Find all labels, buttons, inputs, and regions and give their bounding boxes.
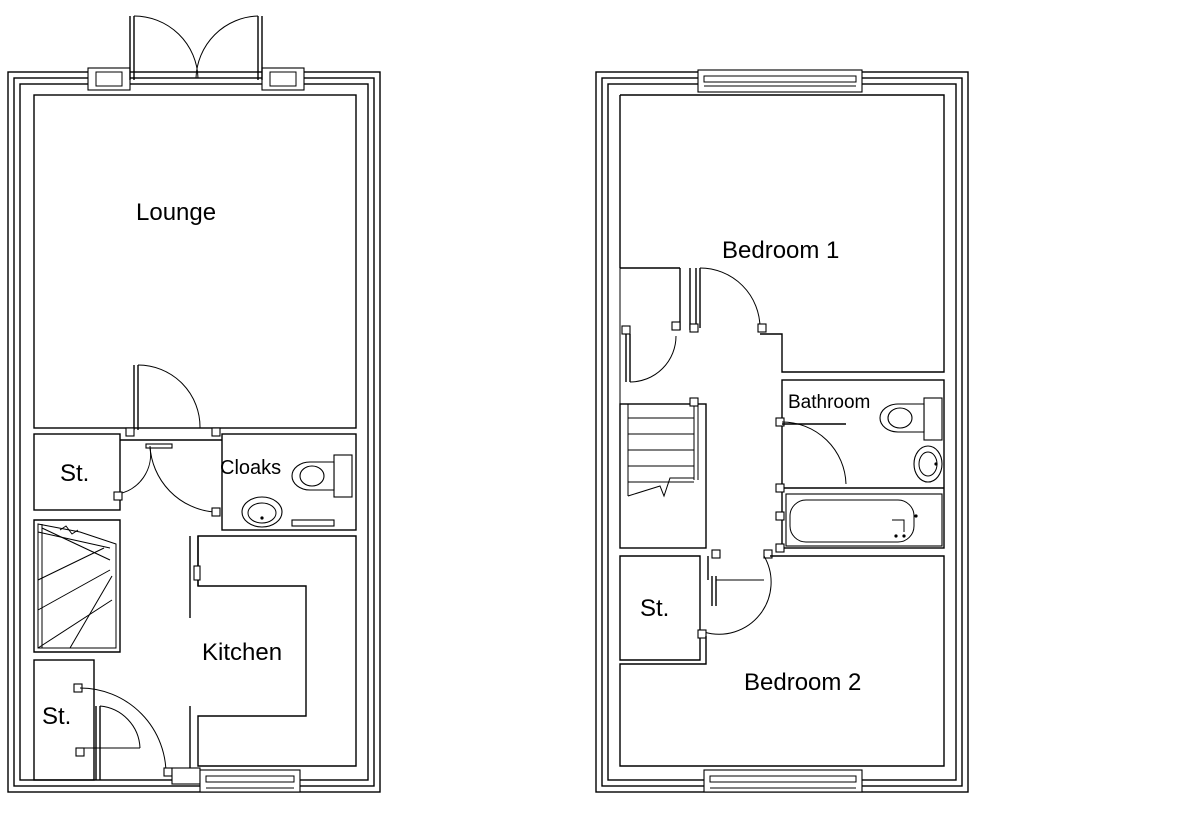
cloaks-basin-icon: [241, 496, 283, 528]
bedroom-1-door: [689, 267, 767, 333]
patio-french-doors: [129, 15, 263, 80]
lounge-room-outline: [33, 94, 357, 429]
cloaks-label: Cloaks: [220, 457, 281, 479]
bedroom-2-room-outline: [619, 555, 945, 767]
cloaks-room-outline: [221, 433, 357, 531]
bathroom-label: Bathroom: [788, 392, 870, 413]
bathroom-wc-icon: [879, 397, 943, 441]
store-upper-label: St.: [60, 460, 89, 487]
store-first-outline: [619, 555, 701, 661]
kitchen-window: [199, 769, 301, 793]
kitchen-label: Kitchen: [202, 639, 282, 666]
ground-staircase: [33, 519, 121, 653]
bathroom-basin-icon: [913, 445, 943, 483]
bedroom-1-label: Bedroom 1: [722, 237, 839, 264]
bedroom-1-window: [697, 69, 863, 93]
front-door: [79, 687, 201, 785]
ground-inner-wall-line: [19, 83, 369, 781]
store-lower-door: [73, 683, 141, 780]
patio-door-frame-left: [87, 67, 131, 91]
store-first-door: [697, 549, 773, 639]
store-lower-outline: [33, 659, 95, 781]
cloaks-radiator: [291, 519, 335, 527]
ground-outer-wall-inner-line: [13, 77, 375, 787]
lounge-label: Lounge: [136, 199, 216, 226]
bedroom-2-label: Bedroom 2: [744, 669, 861, 696]
bathroom-room-outline: [781, 379, 945, 549]
first-floor-plan: Bedroom 1 Bathroom St. Bedroom 2: [595, 69, 969, 793]
kitchen-room-outline: [197, 535, 357, 767]
store-lower-label: St.: [42, 703, 71, 730]
store-first-label: St.: [640, 595, 669, 622]
bathroom-door: [775, 417, 847, 493]
ground-floor-plan: Lounge St. Cloaks Kitchen St.: [7, 15, 381, 793]
ground-outer-wall: [7, 71, 381, 793]
bedroom-2-window: [703, 769, 863, 793]
first-staircase: [619, 397, 707, 549]
hall-door: [113, 443, 221, 517]
lounge-door: [125, 364, 221, 437]
patio-door-frame-right: [261, 67, 305, 91]
cupboard-door: [621, 321, 681, 383]
bath-icon: [775, 493, 943, 553]
bedroom-1-room-outline: [620, 94, 945, 373]
cloaks-wc-icon: [291, 454, 353, 498]
store-upper-outline: [33, 433, 121, 511]
